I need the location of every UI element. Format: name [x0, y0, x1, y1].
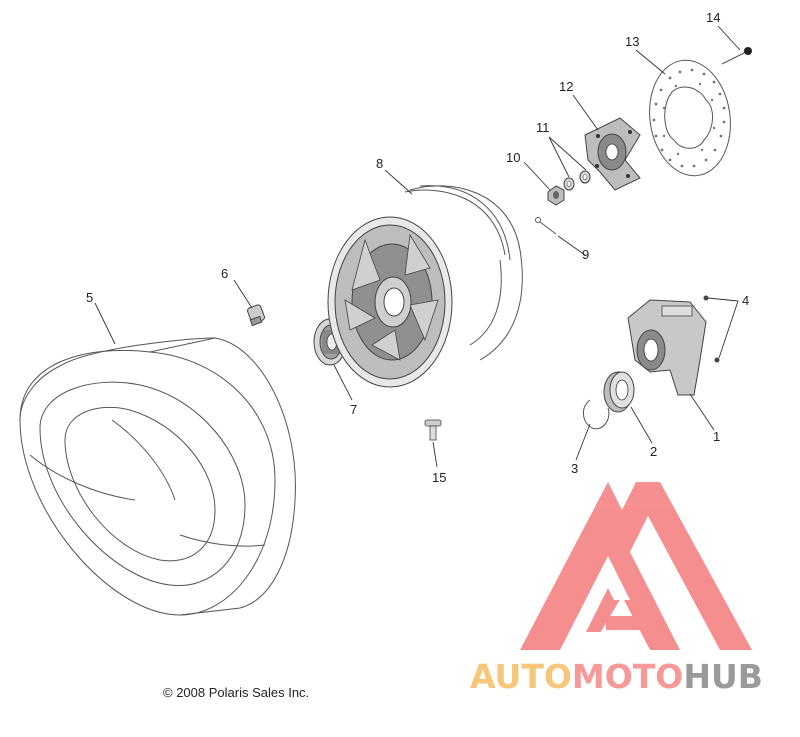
leader-lines	[94, 25, 741, 468]
disc-bolt	[721, 47, 752, 65]
castle-nut	[547, 185, 565, 206]
callout-labels: 1 2 3 4 5 6 7 8 9 10 11 12 13 14 15	[86, 10, 749, 485]
svg-text:AUTOMOTOHUB: AUTOMOTOHUB	[470, 657, 763, 696]
callout-1: 1	[713, 429, 720, 444]
callout-5: 5	[86, 290, 93, 305]
callout-15: 15	[432, 470, 446, 485]
callout-11: 11	[536, 120, 550, 135]
callout-10: 10	[506, 150, 520, 165]
hub	[584, 117, 641, 191]
wheel-bearing	[603, 371, 635, 413]
callout-13: 13	[625, 34, 639, 49]
callout-6: 6	[221, 266, 228, 281]
bearing-carrier	[627, 299, 707, 396]
callout-3: 3	[571, 461, 578, 476]
callout-2: 2	[650, 444, 657, 459]
automotohub-wordmark: AUTOMOTOHUB	[470, 657, 763, 696]
wheel-stud	[424, 419, 442, 441]
callout-7: 7	[350, 402, 357, 417]
callout-8: 8	[376, 156, 383, 171]
washers	[563, 170, 591, 191]
callout-14: 14	[706, 10, 720, 25]
copyright-notice: © 2008 Polaris Sales Inc.	[163, 685, 309, 700]
callout-4: 4	[742, 293, 749, 308]
tire	[19, 337, 296, 616]
brand-part-hub: HUB	[683, 657, 763, 696]
cotter-pin	[535, 217, 557, 235]
callout-12: 12	[559, 79, 573, 94]
grease-fittings	[703, 295, 720, 363]
snap-ring	[583, 399, 610, 430]
automotohub-logo-icon	[520, 482, 752, 650]
wheel-rim	[327, 185, 523, 388]
brand-part-moto: MOTO	[572, 657, 683, 696]
callout-9: 9	[582, 247, 589, 262]
valve-stem	[247, 304, 265, 327]
brake-disc	[649, 59, 731, 177]
brand-part-auto: AUTO	[470, 657, 572, 696]
